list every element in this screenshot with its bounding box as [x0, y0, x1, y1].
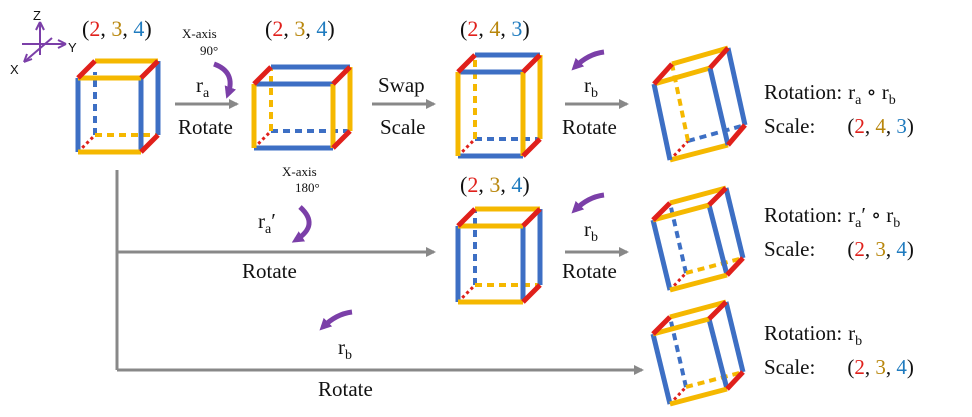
rb2-symbol: rb: [584, 217, 598, 245]
ra-prime-rotate-label: Rotate: [242, 259, 297, 283]
ra-prime-axis-label: X-axis: [282, 164, 317, 179]
ra-angle-label: 90°: [200, 43, 218, 58]
rb2-rotate-label: Rotate: [562, 259, 617, 283]
triple-swapped: (2, 4, 3): [460, 16, 530, 41]
cube-result-3: [650, 299, 746, 407]
rotation-arrow-rb-1: [571, 49, 605, 71]
svg-text:Scale:(2, 3, 4): Scale:(2, 3, 4): [764, 355, 914, 379]
cube-swapped: [455, 52, 543, 159]
swap-label: Swap: [378, 73, 425, 97]
rotation-arcs: [213, 49, 605, 331]
ra-axis-label: X-axis: [182, 26, 217, 41]
result-3-scale-label: Scale:: [764, 355, 815, 379]
result-1-rotation-label: Rotation:: [764, 80, 842, 104]
result-3-rotation-label: Rotation:: [764, 321, 842, 345]
rotation-arrow-ra: [213, 61, 237, 99]
rotation-arrow-rb-3: [319, 309, 353, 331]
cube-result-2: [650, 185, 746, 293]
cube-original: [75, 58, 161, 155]
svg-text:Rotation:rb: Rotation:rb: [764, 321, 862, 349]
cube-result-1: [651, 45, 748, 163]
svg-text:Rotation:ra′∘rb: Rotation:ra′∘rb: [764, 203, 900, 231]
svg-text:Scale:(2, 3, 4): Scale:(2, 3, 4): [764, 237, 914, 261]
result-1-scale-label: Scale:: [764, 114, 815, 138]
rotation-arrow-rb-2: [571, 192, 605, 214]
ra-symbol: ra: [196, 73, 210, 101]
result-2-scale-label: Scale:: [764, 237, 815, 261]
rb1-symbol: rb: [584, 73, 598, 101]
ra-prime-symbol: ra′: [258, 209, 276, 237]
rb3-symbol: rb: [338, 335, 352, 363]
scale-label: Scale: [380, 115, 425, 139]
result-2: Rotation:ra′∘rb Scale:(2, 3, 4): [764, 203, 914, 261]
branch-connectors: [115, 99, 644, 375]
axis-x-label: X: [10, 62, 19, 77]
axis-z-label: Z: [33, 8, 41, 23]
ra-rotate-label: Rotate: [178, 115, 233, 139]
cube-rotated-ra: [251, 64, 353, 151]
rotation-arrow-ra-prime: [291, 205, 312, 243]
svg-text:Rotation:ra∘rb: Rotation:ra∘rb: [764, 80, 896, 108]
rb1-rotate-label: Rotate: [562, 115, 617, 139]
svg-text:Scale:(2, 4, 3): Scale:(2, 4, 3): [764, 114, 914, 138]
result-2-rotation-label: Rotation:: [764, 203, 842, 227]
result-1: Rotation:ra∘rb Scale:(2, 4, 3): [764, 80, 914, 138]
cube-rotated-ra-prime: [455, 206, 543, 305]
result-3: Rotation:rb Scale:(2, 3, 4): [764, 321, 914, 379]
triple-original: (2, 3, 4): [82, 16, 152, 41]
ra-prime-angle-label: 180°: [295, 180, 320, 195]
axis-y-label: Y: [68, 40, 77, 55]
triple-rotated: (2, 3, 4): [265, 16, 335, 41]
triple-middle: (2, 3, 4): [460, 172, 530, 197]
axes-icon: Z Y X: [10, 8, 77, 77]
rb3-rotate-label: Rotate: [318, 377, 373, 401]
